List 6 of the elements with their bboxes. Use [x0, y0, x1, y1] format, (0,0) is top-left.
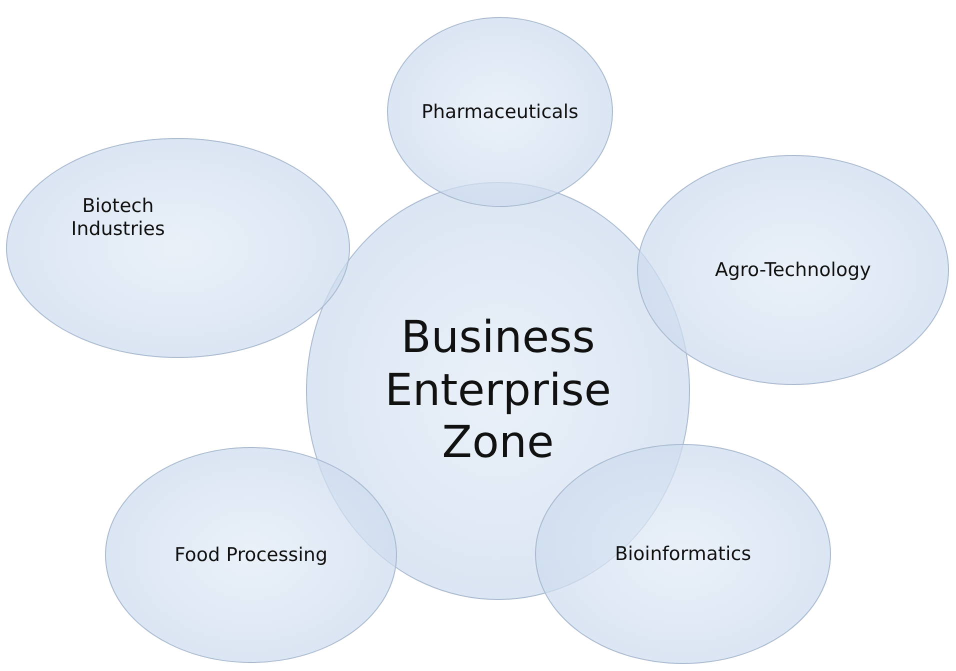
- node-label: Bioinformatics: [614, 542, 752, 566]
- node-label: Business Enterprise Zone: [384, 312, 612, 470]
- node-label: Agro-Technology: [715, 258, 871, 282]
- node-label: Pharmaceuticals: [422, 100, 578, 124]
- node-label: Biotech Industries: [70, 195, 166, 241]
- node-label: Food Processing: [174, 544, 328, 566]
